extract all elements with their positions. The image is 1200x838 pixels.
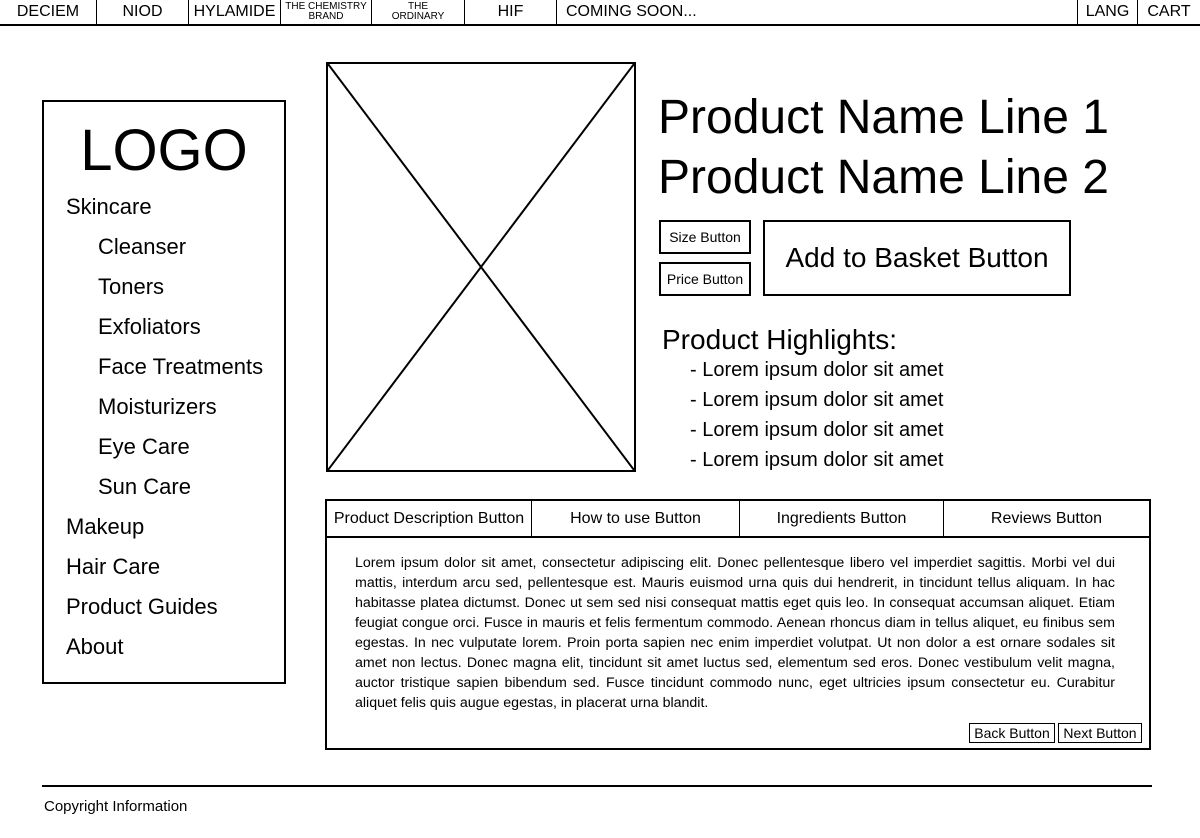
sidebar-item-exfoliators[interactable]: Exfoliators xyxy=(98,314,201,339)
image-placeholder-cross-icon xyxy=(328,64,634,470)
tab-reviews[interactable]: Reviews Button xyxy=(944,501,1149,538)
highlight-item: - Lorem ipsum dolor sit amet xyxy=(690,419,944,441)
sidebar-item-skincare[interactable]: Skincare xyxy=(66,194,152,219)
top-nav-bar: DECIEM NIOD HYLAMIDE THE CHEMISTRY BRAND… xyxy=(0,0,1200,26)
nav-coming-soon: COMING SOON... xyxy=(566,3,697,20)
nav-ordinary-line1: THE xyxy=(407,1,428,12)
next-button[interactable]: Next Button xyxy=(1058,723,1142,743)
lang-button[interactable]: LANG xyxy=(1077,0,1138,24)
highlight-item: - Lorem ipsum dolor sit amet xyxy=(690,449,944,471)
cart-button[interactable]: CART xyxy=(1147,3,1191,20)
sidebar-item-product-guides[interactable]: Product Guides xyxy=(66,594,218,619)
highlight-item: - Lorem ipsum dolor sit amet xyxy=(690,389,944,411)
product-info-tabs: Product Description Button How to use Bu… xyxy=(325,499,1151,750)
product-description-text: Lorem ipsum dolor sit amet, consectetur … xyxy=(355,555,1115,711)
product-name-line-1: Product Name Line 1 xyxy=(658,91,1109,144)
sidebar-item-sun-care[interactable]: Sun Care xyxy=(98,474,191,499)
nav-the-chemistry-brand[interactable]: THE CHEMISTRY BRAND xyxy=(281,0,372,24)
copyright-information: Copyright Information xyxy=(44,798,188,815)
sidebar-item-hair-care[interactable]: Hair Care xyxy=(66,554,161,579)
nav-chemistry-line1: THE CHEMISTRY xyxy=(285,1,367,12)
product-name-line-2: Product Name Line 2 xyxy=(658,151,1109,204)
product-image-placeholder xyxy=(326,62,636,472)
sidebar-item-moisturizers[interactable]: Moisturizers xyxy=(98,394,217,419)
highlight-item: - Lorem ipsum dolor sit amet xyxy=(690,359,944,381)
back-button[interactable]: Back Button xyxy=(969,723,1055,743)
size-button[interactable]: Size Button xyxy=(659,220,751,254)
nav-ordinary-line2: ORDINARY xyxy=(391,11,445,22)
add-to-basket-button[interactable]: Add to Basket Button xyxy=(763,220,1071,296)
sidebar-item-eye-care[interactable]: Eye Care xyxy=(98,434,190,459)
nav-the-ordinary[interactable]: THE ORDINARY xyxy=(372,0,465,24)
sidebar-item-toners[interactable]: Toners xyxy=(98,274,165,299)
sidebar-item-about[interactable]: About xyxy=(66,634,124,659)
sidebar-item-makeup[interactable]: Makeup xyxy=(66,514,145,539)
tab-ingredients[interactable]: Ingredients Button xyxy=(740,501,944,538)
nav-chemistry-line2: BRAND xyxy=(308,11,344,22)
nav-hif[interactable]: HIF xyxy=(465,0,557,24)
tab-product-description[interactable]: Product Description Button xyxy=(327,501,532,538)
sidebar-item-face-treatments[interactable]: Face Treatments xyxy=(98,354,264,379)
footer-divider xyxy=(42,785,1152,787)
product-highlights-title: Product Highlights: xyxy=(662,324,898,355)
sidebar: LOGO Skincare Cleanser Toners Exfoliator… xyxy=(42,100,286,684)
price-button[interactable]: Price Button xyxy=(659,262,751,296)
logo[interactable]: LOGO xyxy=(80,118,248,183)
nav-hylamide[interactable]: HYLAMIDE xyxy=(189,0,281,24)
sidebar-item-cleanser[interactable]: Cleanser xyxy=(98,234,187,259)
nav-deciem[interactable]: DECIEM xyxy=(0,0,97,24)
tab-how-to-use[interactable]: How to use Button xyxy=(532,501,740,538)
nav-niod[interactable]: NIOD xyxy=(97,0,189,24)
